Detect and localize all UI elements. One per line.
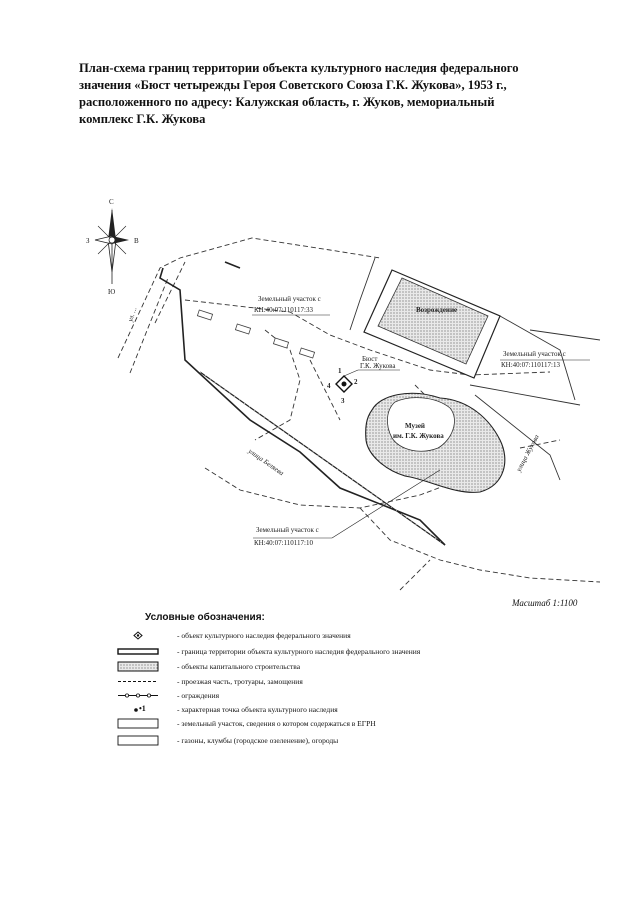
characteristic-point-symbol-icon bbox=[134, 708, 138, 712]
lawn-symbol-icon bbox=[117, 735, 159, 746]
parcel-13-label-line-1: Земельный участок с bbox=[503, 350, 566, 358]
compass-rose-icon bbox=[94, 208, 129, 284]
legend-item-characteristic-point: •1 - характерная точка объекта культурно… bbox=[117, 704, 577, 716]
compass-west-label: З bbox=[86, 237, 90, 245]
legend-item-land-parcel: - земельный участок, сведения о котором … bbox=[117, 718, 577, 730]
parking-slots bbox=[196, 309, 316, 359]
street-left-label: ул. ... bbox=[126, 306, 139, 324]
building-top bbox=[363, 269, 501, 379]
point-number-3: 3 bbox=[341, 397, 345, 405]
legend-item-lawn: - газоны, клумбы (городское озеленение),… bbox=[117, 735, 577, 747]
legend-title: Условные обозначения: bbox=[145, 612, 265, 623]
building-top-label: Возрождение bbox=[416, 306, 457, 314]
compass-south-label: Ю bbox=[108, 288, 115, 296]
parcel-10-label-line-1: Земельный участок с bbox=[256, 526, 319, 534]
legend-item-capital-building: - объекты капитального строительства bbox=[117, 661, 577, 673]
legend-item-heritage-object: - объект культурного наследия федерально… bbox=[117, 630, 577, 642]
compass-east-label: В bbox=[134, 237, 139, 245]
legend-item-territory-boundary: - граница территории объекта культурного… bbox=[117, 646, 577, 658]
title-line-2: значения «Бюст четырежды Героя Советског… bbox=[79, 78, 507, 92]
point-number-2: 2 bbox=[354, 378, 358, 386]
bust-heritage-object-icon bbox=[335, 369, 400, 393]
land-parcel-outlines bbox=[117, 237, 601, 591]
title-line-3: расположенного по адресу: Калужская обла… bbox=[79, 95, 495, 109]
museum-label-line-2: им. Г.К. Жукова bbox=[393, 432, 444, 440]
territory-boundary bbox=[159, 261, 446, 546]
legend-text-fence: - ограждения bbox=[177, 691, 220, 700]
legend-text-characteristic-point: - характерная точка объекта культурного … bbox=[177, 705, 338, 714]
title-line-1: План-схема границ территории объекта кул… bbox=[79, 61, 519, 75]
point-number-4: 4 bbox=[327, 382, 331, 390]
parcel-10-label-line-2: КН:40:07:110117:10 bbox=[254, 539, 313, 547]
land-parcel-symbol-icon bbox=[117, 718, 159, 729]
legend-text-heritage-object: - объект культурного наследия федерально… bbox=[177, 631, 351, 640]
parcel-33-label-line-2: КН:40:07:110117:33 bbox=[254, 306, 313, 314]
roadway-edges bbox=[349, 257, 601, 481]
museum-label-line-1: Музей bbox=[405, 422, 425, 430]
characteristic-point-symbol-label: •1 bbox=[139, 704, 146, 713]
museum-building bbox=[365, 392, 506, 493]
point-number-1: 1 bbox=[338, 367, 342, 375]
legend-text-territory-boundary: - граница территории объекта культурного… bbox=[177, 647, 421, 656]
legend-item-roadway: - проезжая часть, тротуары, замощения bbox=[117, 676, 577, 688]
legend-item-fence: - ограждения bbox=[117, 690, 577, 702]
heritage-object-symbol-icon bbox=[133, 631, 143, 640]
legend-text-capital-building: - объекты капитального строительства bbox=[177, 662, 301, 671]
bust-label-line-2: Г.К. Жукова bbox=[360, 362, 396, 370]
territory-boundary-symbol-icon bbox=[117, 648, 159, 655]
plan-title: План-схема границ территории объекта кул… bbox=[79, 60, 614, 128]
scale-label: Масштаб 1:1100 bbox=[512, 598, 578, 608]
fence-line bbox=[199, 371, 446, 546]
compass-north-label: С bbox=[109, 198, 114, 206]
street-right-label: улица Жукова bbox=[514, 433, 541, 474]
bust-label-line-1: Бюст bbox=[362, 355, 377, 363]
legend-text-land-parcel: - земельный участок, сведения о котором … bbox=[177, 719, 376, 728]
parcel-13-label-line-2: КН:40:07:110117:13 bbox=[501, 361, 560, 369]
legend-text-lawn: - газоны, клумбы (городское озеленение),… bbox=[177, 736, 339, 745]
parcel-33-label-line-1: Земельный участок с bbox=[258, 295, 321, 303]
leader-lines bbox=[252, 314, 590, 539]
title-line-4: комплекс Г.К. Жукова bbox=[79, 112, 206, 126]
capital-building-symbol-icon bbox=[117, 661, 159, 672]
legend-text-roadway: - проезжая часть, тротуары, замощения bbox=[177, 677, 303, 686]
street-lower-label: улица Беляева bbox=[246, 447, 286, 478]
fence-symbol-icon bbox=[118, 693, 158, 698]
roadway-symbol-icon bbox=[118, 681, 158, 682]
